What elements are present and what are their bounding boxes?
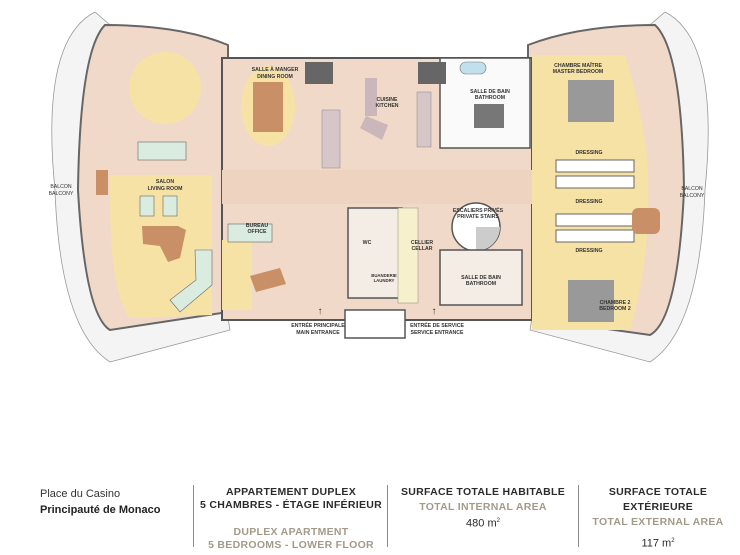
office-zone	[222, 240, 252, 310]
svg-text:DRESSING: DRESSING	[575, 248, 602, 254]
kitchen-island	[365, 78, 377, 116]
corridor	[222, 170, 532, 204]
internal-value: 480 m	[466, 517, 497, 530]
arrow-up-icon: ↑	[318, 306, 323, 317]
internal-area: SURFACE TOTALE HABITABLE TOTAL INTERNAL …	[390, 486, 576, 531]
arrow-up-icon: ↑	[432, 306, 437, 317]
svg-text:DRESSING: DRESSING	[575, 199, 602, 205]
corner-sofa	[169, 249, 213, 313]
kitchen-cabinets-right	[416, 91, 432, 148]
kitchen-counter	[360, 116, 388, 140]
svg-text:DRESSING: DRESSING	[575, 150, 602, 156]
cellar-shelves	[397, 207, 419, 304]
rug	[142, 226, 186, 262]
column-right	[418, 62, 446, 84]
external-area: SURFACE TOTALE EXTÉRIEURE TOTAL EXTERNAL…	[582, 486, 734, 551]
internal-fr: SURFACE TOTALE HABITABLE	[400, 486, 566, 498]
stair-landing	[476, 227, 500, 251]
wardrobe	[555, 229, 635, 243]
unit-sup: 2	[496, 518, 500, 524]
wardrobe	[555, 175, 635, 189]
apt-fr-1: APPARTEMENT DUPLEX	[225, 486, 357, 498]
entrance-vestibule	[344, 309, 406, 339]
footer-info: Place du Casino Principauté de Monaco AP…	[0, 478, 740, 555]
apt-en-1: DUPLEX APARTMENT	[233, 526, 349, 538]
armchair	[162, 195, 178, 217]
dining-table	[253, 82, 283, 132]
bed-2	[568, 280, 614, 322]
external-value: 117 m	[641, 537, 672, 550]
internal-en: TOTAL INTERNAL AREA	[419, 501, 547, 513]
apartment-type: APPARTEMENT DUPLEX 5 CHAMBRES - ÉTAGE IN…	[198, 486, 384, 552]
master-bed	[568, 80, 614, 122]
apt-fr-2: 5 CHAMBRES - ÉTAGE INFÉRIEUR	[199, 499, 383, 511]
kitchen-cabinets	[321, 109, 341, 169]
divider	[193, 485, 194, 547]
wc-laundry-block	[347, 207, 403, 299]
bathroom-lower	[439, 249, 523, 306]
apt-en-2: 5 BEDROOMS - LOWER FLOOR	[208, 539, 374, 551]
office-sofa	[227, 223, 273, 243]
location: Place du Casino Principauté de Monaco	[40, 486, 160, 518]
double-sink	[474, 104, 504, 128]
unit-sup: 2	[671, 538, 675, 544]
external-fr-2: EXTÉRIEURE	[622, 501, 694, 513]
divider	[387, 485, 388, 547]
svg-text:WC: WC	[363, 240, 372, 246]
lounge-rug	[129, 52, 201, 124]
bench	[96, 170, 108, 195]
external-en: TOTAL EXTERNAL AREA	[592, 516, 724, 528]
bedroom-zone	[532, 55, 649, 330]
divider	[578, 485, 579, 547]
sofa	[137, 141, 187, 161]
wardrobe	[555, 159, 635, 173]
location-line2: Principauté de Monaco	[40, 504, 161, 516]
external-fr-1: SURFACE TOTALE	[608, 486, 708, 498]
wardrobe	[555, 213, 635, 227]
bathtub	[459, 61, 487, 75]
location-line1: Place du Casino	[40, 488, 121, 500]
column-left	[305, 62, 333, 84]
bathroom-top	[439, 57, 531, 149]
office-desk	[250, 268, 286, 292]
armchair	[139, 195, 155, 217]
round-table	[632, 208, 660, 234]
